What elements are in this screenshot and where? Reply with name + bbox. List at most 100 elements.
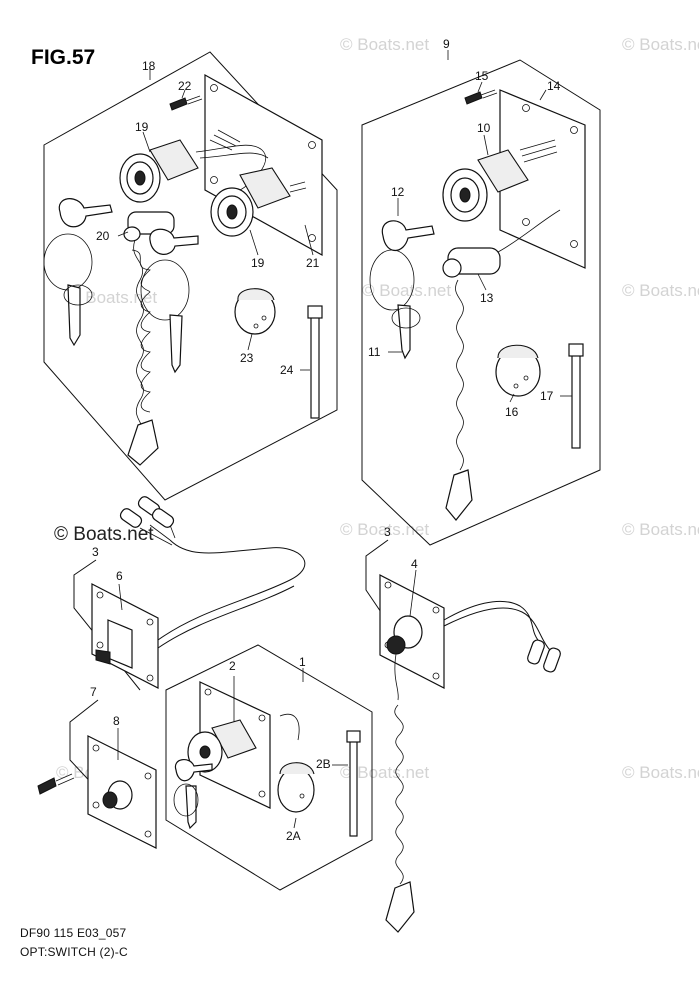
screw: [37, 777, 57, 795]
leader-line: [409, 569, 417, 617]
callout-1: 1: [299, 655, 306, 669]
callout-2a: 2A: [286, 829, 301, 843]
ignition-switch-10: [442, 139, 558, 222]
callout-11: 11: [368, 345, 381, 359]
switch-cap-16: [495, 344, 541, 397]
leader-line: [483, 134, 489, 156]
watermark-text: © Boats.net: [340, 763, 429, 782]
callout-16: 16: [505, 405, 519, 419]
kit-18-group: 18 22 19 20 19 21 23 24: [43, 51, 338, 501]
callout-17: 17: [540, 389, 554, 403]
leader-line: [247, 333, 253, 351]
stop-switch-cable: [443, 607, 551, 651]
callout-2b: 2B: [316, 757, 331, 771]
stop-switch-clip-holder: [386, 635, 406, 655]
switch-cap-23: [234, 288, 276, 335]
kit-1-outline: [165, 644, 373, 891]
plate-hole: [570, 240, 578, 248]
lanyard-coil: [455, 279, 464, 471]
plate-hole: [522, 218, 530, 226]
plate-hole: [92, 744, 100, 752]
callout-7: 7: [90, 685, 97, 699]
figure-title: FIG.57: [31, 46, 95, 69]
bracket-line: [69, 699, 99, 791]
plate-hole: [204, 688, 212, 696]
callout-12: 12: [391, 185, 405, 199]
callout-4: 4: [411, 557, 418, 571]
leader-line: [509, 393, 515, 403]
watermark-text: © Boats.net: [622, 520, 699, 539]
callout-10: 10: [477, 121, 491, 135]
kit-18-plate: [204, 73, 323, 257]
switch-cable: [157, 539, 306, 641]
cable-tie-24: [307, 305, 323, 419]
connector-plug: [119, 508, 143, 528]
leader-line: [142, 131, 151, 153]
callout-9: 9: [443, 37, 450, 51]
leader-line: [477, 81, 483, 93]
watermark-primary: © Boats.net: [54, 524, 154, 545]
screw-thread: [55, 773, 75, 786]
stop-switch-cable: [443, 600, 539, 641]
plate-hole: [96, 591, 104, 599]
rocker-switch: [107, 619, 133, 669]
cable-tie-17: [568, 343, 584, 449]
callout-22: 22: [178, 79, 192, 93]
watermark-text: © Boats.net: [622, 35, 699, 54]
knob-switch-face: [102, 791, 118, 809]
stop-switch-13: [442, 209, 561, 278]
plate-hole: [432, 606, 440, 614]
key-set-right: [140, 228, 199, 374]
watermark-text: © Boats.net: [340, 35, 429, 54]
wire-harness: [199, 152, 269, 159]
watermark-text: © Boats.net: [340, 520, 429, 539]
stop-switch-assembly-4: 3 4: [365, 525, 561, 933]
connector-plug: [527, 639, 545, 665]
leader-line: [117, 231, 129, 237]
watermark-text: © Boats.net: [622, 763, 699, 782]
plate-hole: [258, 790, 266, 798]
callout-6: 6: [116, 569, 123, 583]
rocker-switch-lever: [95, 649, 111, 665]
callout-20: 20: [96, 229, 110, 243]
kit-1-group: 2 1 2A 2B: [165, 644, 373, 891]
plate-hole: [258, 714, 266, 722]
leader-line: [539, 89, 547, 101]
plate-hole: [210, 84, 218, 92]
wire-strands: [209, 129, 241, 151]
watermark-text: © Boats.net: [68, 288, 157, 307]
ignition-switch-2: [187, 714, 300, 773]
plate-hole: [146, 674, 154, 682]
kit-18-outline: [43, 51, 338, 501]
switch-cap-2a: [277, 762, 315, 813]
callout-21: 21: [306, 256, 320, 270]
stop-switch-20: [123, 211, 175, 242]
leader-line: [249, 229, 259, 256]
cable-tie-2b: [346, 730, 361, 837]
plate-hole: [210, 176, 218, 184]
connector-plug: [151, 508, 175, 528]
switch-cable: [157, 585, 295, 649]
callout-3: 3: [92, 545, 99, 559]
lanyard-coil: [394, 704, 404, 885]
leader-line: [304, 224, 314, 256]
callout-2: 2: [229, 659, 236, 673]
footer-figure-name: OPT:SWITCH (2)-C: [20, 945, 128, 959]
kit-9-group: 9 15 14 10 12 13 11 16 17: [361, 37, 601, 546]
switch-assembly-6: 3 6: [73, 496, 306, 691]
plate-hole: [144, 830, 152, 838]
bracket-line: [365, 539, 389, 619]
key-set-left: [43, 198, 113, 347]
leader-line: [118, 583, 123, 611]
callout-19: 19: [251, 256, 265, 270]
leader-line: [477, 273, 487, 291]
key-set-kit-1: [173, 759, 213, 830]
screw-22: [169, 95, 203, 111]
watermark-text: © Boats.net: [362, 281, 451, 300]
kit-9-outline: [361, 59, 601, 546]
callout-19: 19: [135, 120, 149, 134]
callout-18: 18: [142, 59, 156, 73]
connector-plug: [543, 647, 561, 673]
callout-24: 24: [280, 363, 294, 377]
